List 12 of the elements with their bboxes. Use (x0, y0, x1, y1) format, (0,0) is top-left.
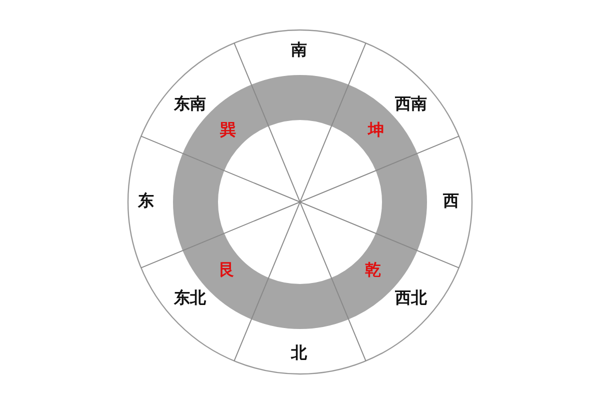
direction-label: 东北 (174, 289, 206, 307)
direction-label: 西北 (395, 289, 427, 307)
direction-label: 东 (138, 192, 154, 210)
direction-label: 南 (291, 41, 307, 59)
trigram-label: 巽 (220, 121, 236, 139)
direction-label: 西 (443, 192, 459, 210)
trigram-label: 乾 (365, 261, 381, 279)
trigram-label: 坤 (368, 121, 384, 139)
direction-label: 东南 (174, 95, 206, 113)
direction-label: 西南 (395, 95, 427, 113)
trigram-label: 艮 (219, 261, 235, 279)
direction-label: 北 (291, 344, 307, 362)
